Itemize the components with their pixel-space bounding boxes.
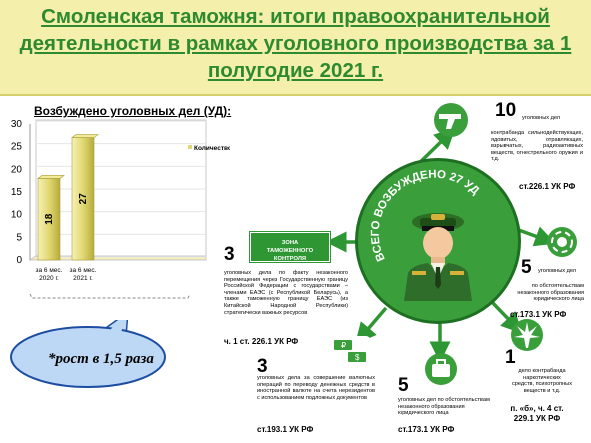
y-tick-label: 10	[11, 210, 23, 221]
bar-data-label: 18	[44, 213, 55, 225]
legal-entity-right-text: по обстоятельствам незаконного образован…	[517, 283, 584, 303]
customs-zone-text: уголовных дела по факту незаконного пере…	[224, 270, 348, 316]
y-tick-label: 0	[16, 255, 22, 266]
cannabis-icon	[511, 319, 543, 351]
bar-data-label: 27	[78, 193, 89, 205]
legal-entity-left-text: уголовных дел по обстоятельствам незакон…	[398, 397, 490, 417]
legal-entity-right-count: 5	[521, 257, 532, 278]
money-icon: ₽ $	[330, 336, 370, 366]
page-title: Смоленская таможня: итоги правоохранител…	[19, 5, 572, 82]
hazard-icon	[547, 227, 577, 257]
drugs-count: 1	[505, 347, 516, 368]
growth-callout-text: *рост в 1,5 раза	[48, 351, 154, 367]
legal-entity-right-article: ст.173.1 УК РФ	[510, 310, 567, 319]
customs-officer-icon	[404, 213, 472, 301]
chart-bracket	[29, 293, 191, 299]
currency-count: 3	[257, 356, 268, 377]
weapons-article: ст.226.1 УК РФ	[519, 182, 576, 191]
legend-label: Количество УД	[194, 145, 230, 152]
bar-top	[71, 134, 99, 138]
y-tick-label: 15	[11, 187, 23, 198]
currency-text: уголовных дела за совершение валютных оп…	[257, 375, 375, 401]
svg-text:₽: ₽	[341, 341, 346, 350]
svg-text:$: $	[355, 353, 360, 362]
y-tick-label: 30	[11, 119, 23, 130]
growth-callout: *рост в 1,5 раза	[10, 320, 166, 388]
y-tick-label: 5	[16, 232, 22, 243]
weapons-text: контрабанда сильнодействующих, ядовитых,…	[491, 130, 583, 163]
x-tick-label: за 6 мес.	[70, 267, 97, 274]
x-tick-label: 2020 г.	[39, 275, 59, 282]
customs-zone-count: 3	[224, 244, 235, 265]
briefcase-icon	[425, 353, 457, 385]
customs-zone-badge: ЗОНА ТАМОЖЕННОГО КОНТРОЛЯ	[250, 232, 330, 262]
x-tick-label: 2021 г.	[73, 275, 93, 282]
legal-entity-left-count: 5	[398, 375, 409, 396]
drugs-text: дело контрабанда наркотических средств, …	[512, 368, 572, 394]
customs-zone-badge-text: ЗОНА ТАМОЖЕННОГО КОНТРОЛЯ	[266, 240, 314, 262]
x-tick-label: за 6 мес.	[36, 267, 63, 274]
y-tick-label: 25	[11, 142, 23, 153]
legal-entity-right-head: уголовных дел	[538, 268, 577, 274]
chart-title: Возбуждено уголовных дел (УД):	[34, 104, 232, 118]
y-tick-label: 20	[11, 164, 23, 175]
legend-swatch	[188, 145, 192, 149]
drugs-article: п. «б», ч. 4 ст. 229.1 УК РФ	[510, 404, 564, 423]
gun-icon	[434, 103, 468, 137]
weapons-head: уголовных дел	[522, 115, 561, 121]
total-cases-circle: ВСЕГО ВОЗБУЖДЕНО 27 УД	[355, 158, 521, 324]
customs-zone-article: ч. 1 ст. 226.1 УК РФ	[224, 337, 299, 346]
weapons-count: 10	[495, 100, 517, 121]
header-banner	[0, 0, 591, 96]
bar-top	[37, 175, 65, 179]
currency-article: ст.193.1 УК РФ	[257, 425, 314, 434]
legal-entity-left-article: ст.173.1 УК РФ	[398, 425, 455, 434]
